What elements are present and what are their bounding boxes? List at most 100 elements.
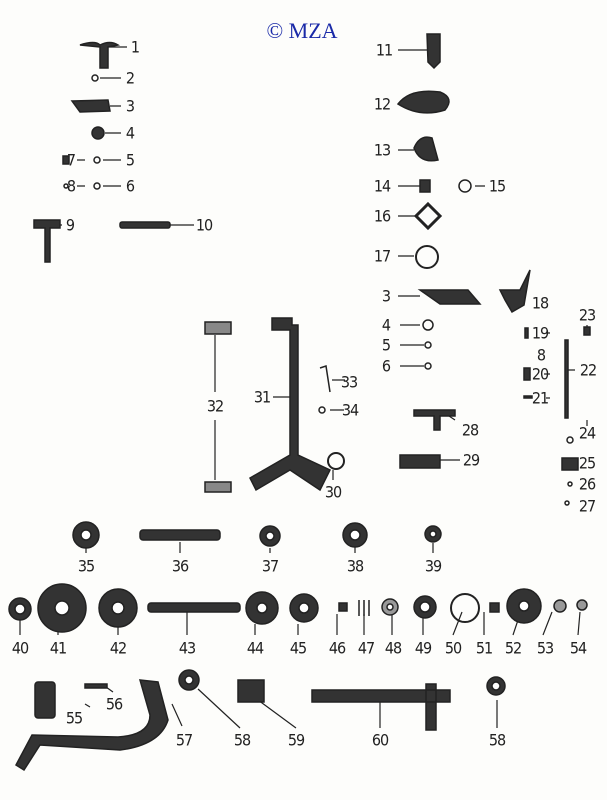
part-11 — [426, 33, 441, 70]
part-4 — [91, 126, 105, 140]
callout-label: 23 — [578, 305, 596, 325]
callout-label: 7 — [66, 150, 76, 170]
part-36 — [139, 529, 221, 541]
callout-label: 11 — [375, 40, 393, 60]
callout-label: 26 — [578, 474, 596, 494]
callout-label: 60 — [371, 730, 389, 750]
callout-label: 59 — [287, 730, 305, 750]
callout-label: 34 — [341, 400, 359, 420]
part-18 — [498, 269, 531, 314]
part-14 — [419, 179, 431, 193]
part-46 — [338, 602, 348, 612]
callout-label: 36 — [171, 556, 189, 576]
callout-label: 47 — [357, 638, 375, 658]
callout-label: 46 — [328, 638, 346, 658]
part-22 — [564, 339, 569, 419]
callout-label: 45 — [289, 638, 307, 658]
callout-label: 29 — [462, 450, 480, 470]
callout-label: 31 — [253, 387, 271, 407]
callout-label: 41 — [49, 638, 67, 658]
part-9 — [33, 219, 61, 263]
part-28 — [413, 409, 456, 431]
callout-label: 33 — [340, 372, 358, 392]
callout-label: 16 — [373, 206, 391, 226]
callout-label: 54 — [569, 638, 587, 658]
callout-label: 14 — [373, 176, 391, 196]
callout-label: 58 — [233, 730, 251, 750]
callout-label: 53 — [536, 638, 554, 658]
part-5b — [424, 341, 432, 349]
part-10 — [119, 221, 171, 229]
part-4b — [422, 319, 434, 331]
part-8 — [63, 183, 69, 189]
part-32-top — [204, 321, 232, 335]
part-55 — [34, 681, 56, 719]
part-59 — [237, 679, 265, 703]
callout-label: 15 — [488, 176, 506, 196]
callout-label: 5 — [381, 335, 391, 355]
callout-label: 8 — [66, 176, 76, 196]
part-47 — [358, 600, 370, 616]
part-50 — [450, 593, 480, 623]
callout-label: 28 — [461, 420, 479, 440]
callout-label: 38 — [346, 556, 364, 576]
callout-label: 22 — [579, 360, 597, 380]
part-43 — [147, 602, 241, 613]
callout-label: 3 — [125, 96, 135, 116]
callout-label: 25 — [578, 453, 596, 473]
callout-label: 18 — [531, 293, 549, 313]
callout-label: 48 — [384, 638, 402, 658]
part-31 — [249, 317, 332, 492]
callout-label: 58 — [488, 730, 506, 750]
part-24 — [566, 436, 574, 444]
copyright-watermark: © MZA — [266, 18, 338, 43]
part-57 — [15, 679, 169, 772]
callout-label: 3 — [381, 286, 391, 306]
callout-label: 39 — [424, 556, 442, 576]
callout-label: 37 — [261, 556, 279, 576]
callout-label: 32 — [206, 396, 224, 416]
callout-label: 2 — [125, 68, 135, 88]
callout-label: 6 — [125, 176, 135, 196]
part-53 — [553, 599, 567, 613]
callout-label: 12 — [373, 94, 391, 114]
part-shapes — [8, 33, 591, 772]
callout-label: 57 — [175, 730, 193, 750]
callout-label: 13 — [373, 140, 391, 160]
part-16 — [413, 201, 443, 231]
part-19 — [524, 327, 529, 339]
leader-lines — [19, 46, 588, 729]
callout-label: 4 — [381, 315, 391, 335]
part-17 — [415, 245, 439, 269]
part-13 — [413, 136, 439, 162]
callout-label: 49 — [414, 638, 432, 658]
part-12 — [396, 90, 450, 114]
callout-label: 1 — [130, 37, 140, 57]
part-56 — [84, 683, 108, 689]
part-27 — [564, 500, 570, 506]
callout-label: 21 — [531, 388, 549, 408]
callout-label: 35 — [77, 556, 95, 576]
callout-label: 50 — [444, 638, 462, 658]
part-5 — [93, 156, 101, 164]
callout-label: 8 — [536, 345, 546, 365]
part-2 — [91, 74, 99, 82]
part-23 — [583, 326, 591, 336]
part-33 — [319, 365, 331, 393]
callout-label: 44 — [246, 638, 264, 658]
part-54 — [576, 599, 588, 611]
part-7 — [62, 155, 70, 165]
callout-label: 40 — [11, 638, 29, 658]
callout-label: 4 — [125, 123, 135, 143]
callout-label: 5 — [125, 150, 135, 170]
callout-label: 51 — [475, 638, 493, 658]
callout-label: 27 — [578, 496, 596, 516]
callout-label: 6 — [381, 356, 391, 376]
callout-label: 55 — [65, 708, 83, 728]
part-3 — [70, 99, 111, 113]
callout-label: 56 — [105, 694, 123, 714]
part-1 — [79, 41, 121, 69]
part-34 — [318, 406, 326, 414]
part-6b — [424, 362, 432, 370]
